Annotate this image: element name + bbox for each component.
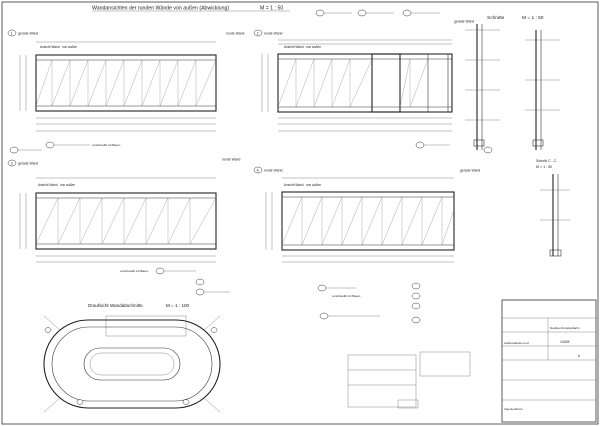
svg-text:von außen: von außen bbox=[62, 45, 77, 49]
notes-area bbox=[347, 351, 471, 409]
elevation-1-label: gerade Wand bbox=[18, 32, 38, 36]
header-title: Wandansichten der runden Wände von außen… bbox=[92, 6, 229, 12]
sections-scale: M = 1 : 50 bbox=[522, 15, 544, 21]
elevation-2-view: Ansicht Wand bbox=[284, 45, 304, 49]
svg-text:1: 1 bbox=[11, 32, 13, 36]
section-cc-title: Schnitt C - C bbox=[536, 159, 557, 163]
plan-outer-ring bbox=[43, 319, 221, 409]
elevation-4-right-label: gerade Wand bbox=[460, 169, 480, 173]
elevation-1: 1 gerade Wand runde Wand Ansicht Wand vo… bbox=[7, 29, 244, 154]
title-block: Neubau Kunsteisbahn Außenwände rund 1402… bbox=[501, 299, 597, 423]
title-block-drawing-title: Außenwände rund bbox=[504, 341, 529, 345]
elevation-2-right-label: gerade Wand bbox=[454, 20, 474, 24]
elevation-2: 2 runde Wand gerade Wand Ansicht Wand vo… bbox=[253, 20, 474, 149]
elevation-3-label: gerade Wand bbox=[18, 162, 38, 166]
elevation-4-label: runde Wand bbox=[264, 169, 282, 173]
note-1: verschweißt mit Bauen bbox=[92, 143, 121, 147]
note-4: verschweißt mit Bauen bbox=[332, 294, 361, 298]
top-callouts bbox=[315, 9, 440, 17]
title-block-index: b bbox=[578, 354, 580, 358]
svg-text:4: 4 bbox=[257, 169, 259, 173]
elevation-4-marker bbox=[253, 166, 263, 174]
note-3: verschweißt mit Bauen bbox=[120, 269, 149, 273]
svg-text:3: 3 bbox=[11, 162, 13, 166]
elevation-1-marker bbox=[7, 29, 17, 37]
header-scale: M = 1 : 50 bbox=[260, 6, 283, 12]
section-cc: Schnitt C - C M = 1 : 50 bbox=[536, 159, 570, 257]
elevation-2-marker bbox=[253, 29, 263, 37]
plan-view: Draufsicht Wandabschnitte M = 1 : 100 bbox=[43, 303, 221, 413]
elevation-1-view: Ansicht Wand bbox=[40, 45, 60, 49]
elevation-1-right-label: runde Wand bbox=[226, 32, 244, 36]
elevation-4-view: Ansicht Wand bbox=[284, 183, 304, 187]
sections-area bbox=[465, 24, 560, 154]
sections-title: Schnitte bbox=[487, 15, 505, 21]
elevation-2-label: runde Wand bbox=[264, 32, 282, 36]
svg-text:von außen: von außen bbox=[306, 183, 321, 187]
svg-text:von außen: von außen bbox=[60, 183, 75, 187]
title-block-project: Neubau Kunsteisbahn bbox=[550, 326, 580, 330]
plan-scale: M = 1 : 100 bbox=[166, 303, 190, 308]
plan-inner-oval bbox=[83, 347, 181, 381]
svg-text:von außen: von außen bbox=[306, 45, 321, 49]
svg-text:2: 2 bbox=[257, 32, 259, 36]
section-cc-scale: M = 1 : 50 bbox=[536, 165, 552, 169]
title-block-drawing-no: 14028 bbox=[560, 340, 570, 344]
plan-title: Draufsicht Wandabschnitte bbox=[88, 303, 143, 308]
elevation-3-marker bbox=[7, 159, 17, 167]
elevation-3-view: Ansicht Wand bbox=[38, 183, 58, 187]
elevation-2-wall bbox=[277, 53, 453, 113]
title-block-company: Ingenieurbüro bbox=[504, 407, 523, 411]
elevation-1-wall bbox=[35, 54, 217, 112]
elevation-3: 3 gerade Wand runde Wand Ansicht Wand vo… bbox=[7, 158, 240, 296]
elevation-4: 4 runde Wand gerade Wand Ansicht Wand vo… bbox=[253, 166, 480, 324]
elevation-3-wall bbox=[35, 192, 217, 250]
elevation-4-wall bbox=[281, 191, 455, 251]
elevation-3-right-label: runde Wand bbox=[222, 158, 240, 162]
